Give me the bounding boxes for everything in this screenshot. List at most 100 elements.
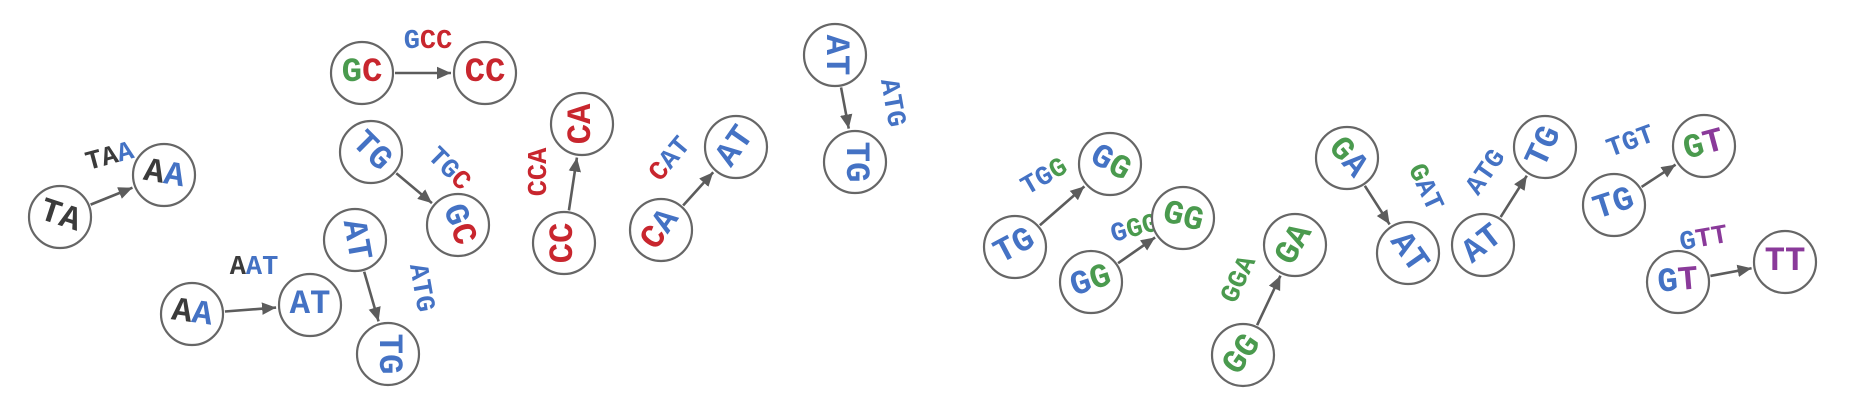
edge-label: CCA — [525, 147, 555, 196]
edge-label-group: GAT — [1400, 160, 1448, 217]
edge-arrow — [1038, 185, 1086, 227]
node-circle — [131, 142, 197, 208]
node-circle — [802, 22, 868, 88]
node-circle — [1581, 172, 1647, 238]
node-circle — [1375, 220, 1441, 286]
node-circle — [703, 114, 769, 180]
node-circle — [322, 207, 388, 273]
graph-node: AA — [131, 142, 197, 208]
node-circle — [1752, 229, 1818, 295]
node-label: AA — [141, 153, 188, 198]
node-label: AT — [333, 217, 378, 264]
edge-arrow — [1499, 175, 1528, 218]
node-circle — [1450, 212, 1516, 278]
graph-node: CA — [549, 91, 615, 157]
graph-node: AT — [1450, 212, 1516, 278]
node-circle — [452, 40, 518, 106]
graph-node: TA — [27, 184, 93, 250]
edge-label-group: TGT — [1603, 121, 1659, 166]
node-circle — [531, 210, 597, 276]
graph-node: GA — [1314, 125, 1380, 191]
graph-node: CA — [628, 197, 694, 263]
node-label-group: GT — [1656, 261, 1700, 302]
graph-node: GG — [1210, 322, 1276, 388]
node-circle — [1512, 114, 1578, 180]
node-circle — [1058, 249, 1124, 315]
node-circle — [27, 184, 93, 250]
graph-node: GG — [1077, 131, 1143, 197]
edge-label-group: ATG — [1461, 144, 1513, 201]
node-label: CC — [465, 54, 506, 92]
node-label-group: TG — [369, 334, 407, 375]
node-circle — [1671, 113, 1737, 179]
node-circle — [1262, 212, 1328, 278]
edge-label: CAT — [644, 132, 698, 189]
graph-node: TG — [338, 119, 404, 185]
graph-node: GG — [1058, 249, 1124, 315]
edge-label-group: AAT — [230, 253, 279, 283]
edge-label: TAA — [83, 137, 138, 179]
edge-label: ATG — [872, 76, 910, 129]
edge-arrow — [1363, 185, 1391, 226]
node-label-group: AT — [333, 217, 378, 264]
node-label-group: AT — [290, 286, 331, 324]
edge-label-group: ATG — [401, 261, 439, 314]
node-circle — [1150, 185, 1216, 251]
edge-label: TGT — [1603, 121, 1659, 166]
node-circle — [549, 91, 615, 157]
node-label-group: AT — [816, 35, 854, 76]
edge-arrow — [1710, 264, 1752, 278]
edge-label: GGA — [1216, 251, 1264, 308]
edge-label: TGC — [420, 142, 476, 198]
edge-label: AAT — [230, 253, 279, 283]
node-label-group: GT — [1679, 122, 1728, 169]
edge-arrow — [395, 172, 433, 205]
node-circle — [355, 321, 421, 387]
graph-node: TG — [355, 321, 421, 387]
node-circle — [159, 281, 225, 347]
edge-label-group: ATG — [872, 76, 910, 129]
node-label: AT — [816, 35, 854, 76]
node-label: CA — [563, 103, 601, 144]
edge-arrow — [1255, 275, 1282, 326]
graph-node: TG — [1581, 172, 1647, 238]
graph-node: TG — [822, 129, 888, 195]
node-label-group: CC — [465, 54, 506, 92]
node-label: AT — [290, 286, 331, 324]
edge-arrow — [1117, 236, 1156, 265]
edge-label-group: TAA — [83, 137, 138, 179]
graph-node: AT — [1375, 220, 1441, 286]
edge-arrow — [839, 87, 853, 129]
node-circle — [338, 119, 404, 185]
graph-node: AT — [277, 272, 343, 338]
graph-node: GC — [425, 192, 491, 258]
graph-node: GT — [1645, 249, 1711, 315]
graph-node: CC — [531, 210, 597, 276]
edge-label-group: TGC — [420, 142, 476, 198]
edge-arrow — [567, 157, 581, 211]
edge-label-group: CCA — [525, 147, 555, 196]
node-label-group: AA — [141, 153, 188, 198]
graph-node: AT — [802, 22, 868, 88]
node-circle — [982, 214, 1048, 280]
node-label-group: TG — [836, 142, 874, 183]
node-label: GG — [1083, 137, 1137, 190]
graph-node: TT — [1752, 229, 1818, 295]
edge-label: GTT — [1677, 221, 1730, 259]
graph-node: TG — [1512, 114, 1578, 180]
node-label-group: CA — [563, 103, 601, 144]
edge-arrow — [224, 302, 277, 315]
node-circle — [1210, 322, 1276, 388]
graph-node: AT — [322, 207, 388, 273]
graph-node: CC — [452, 40, 518, 106]
graph-node: GG — [1150, 185, 1216, 251]
edge-arrow — [362, 271, 381, 322]
node-circle — [1077, 131, 1143, 197]
edge-label-group: GCC — [404, 27, 453, 57]
edge-label-group: TGG — [1016, 153, 1073, 203]
graph-node: GA — [1262, 212, 1328, 278]
graph-node: TG — [982, 214, 1048, 280]
edge-label: TGG — [1016, 153, 1073, 203]
